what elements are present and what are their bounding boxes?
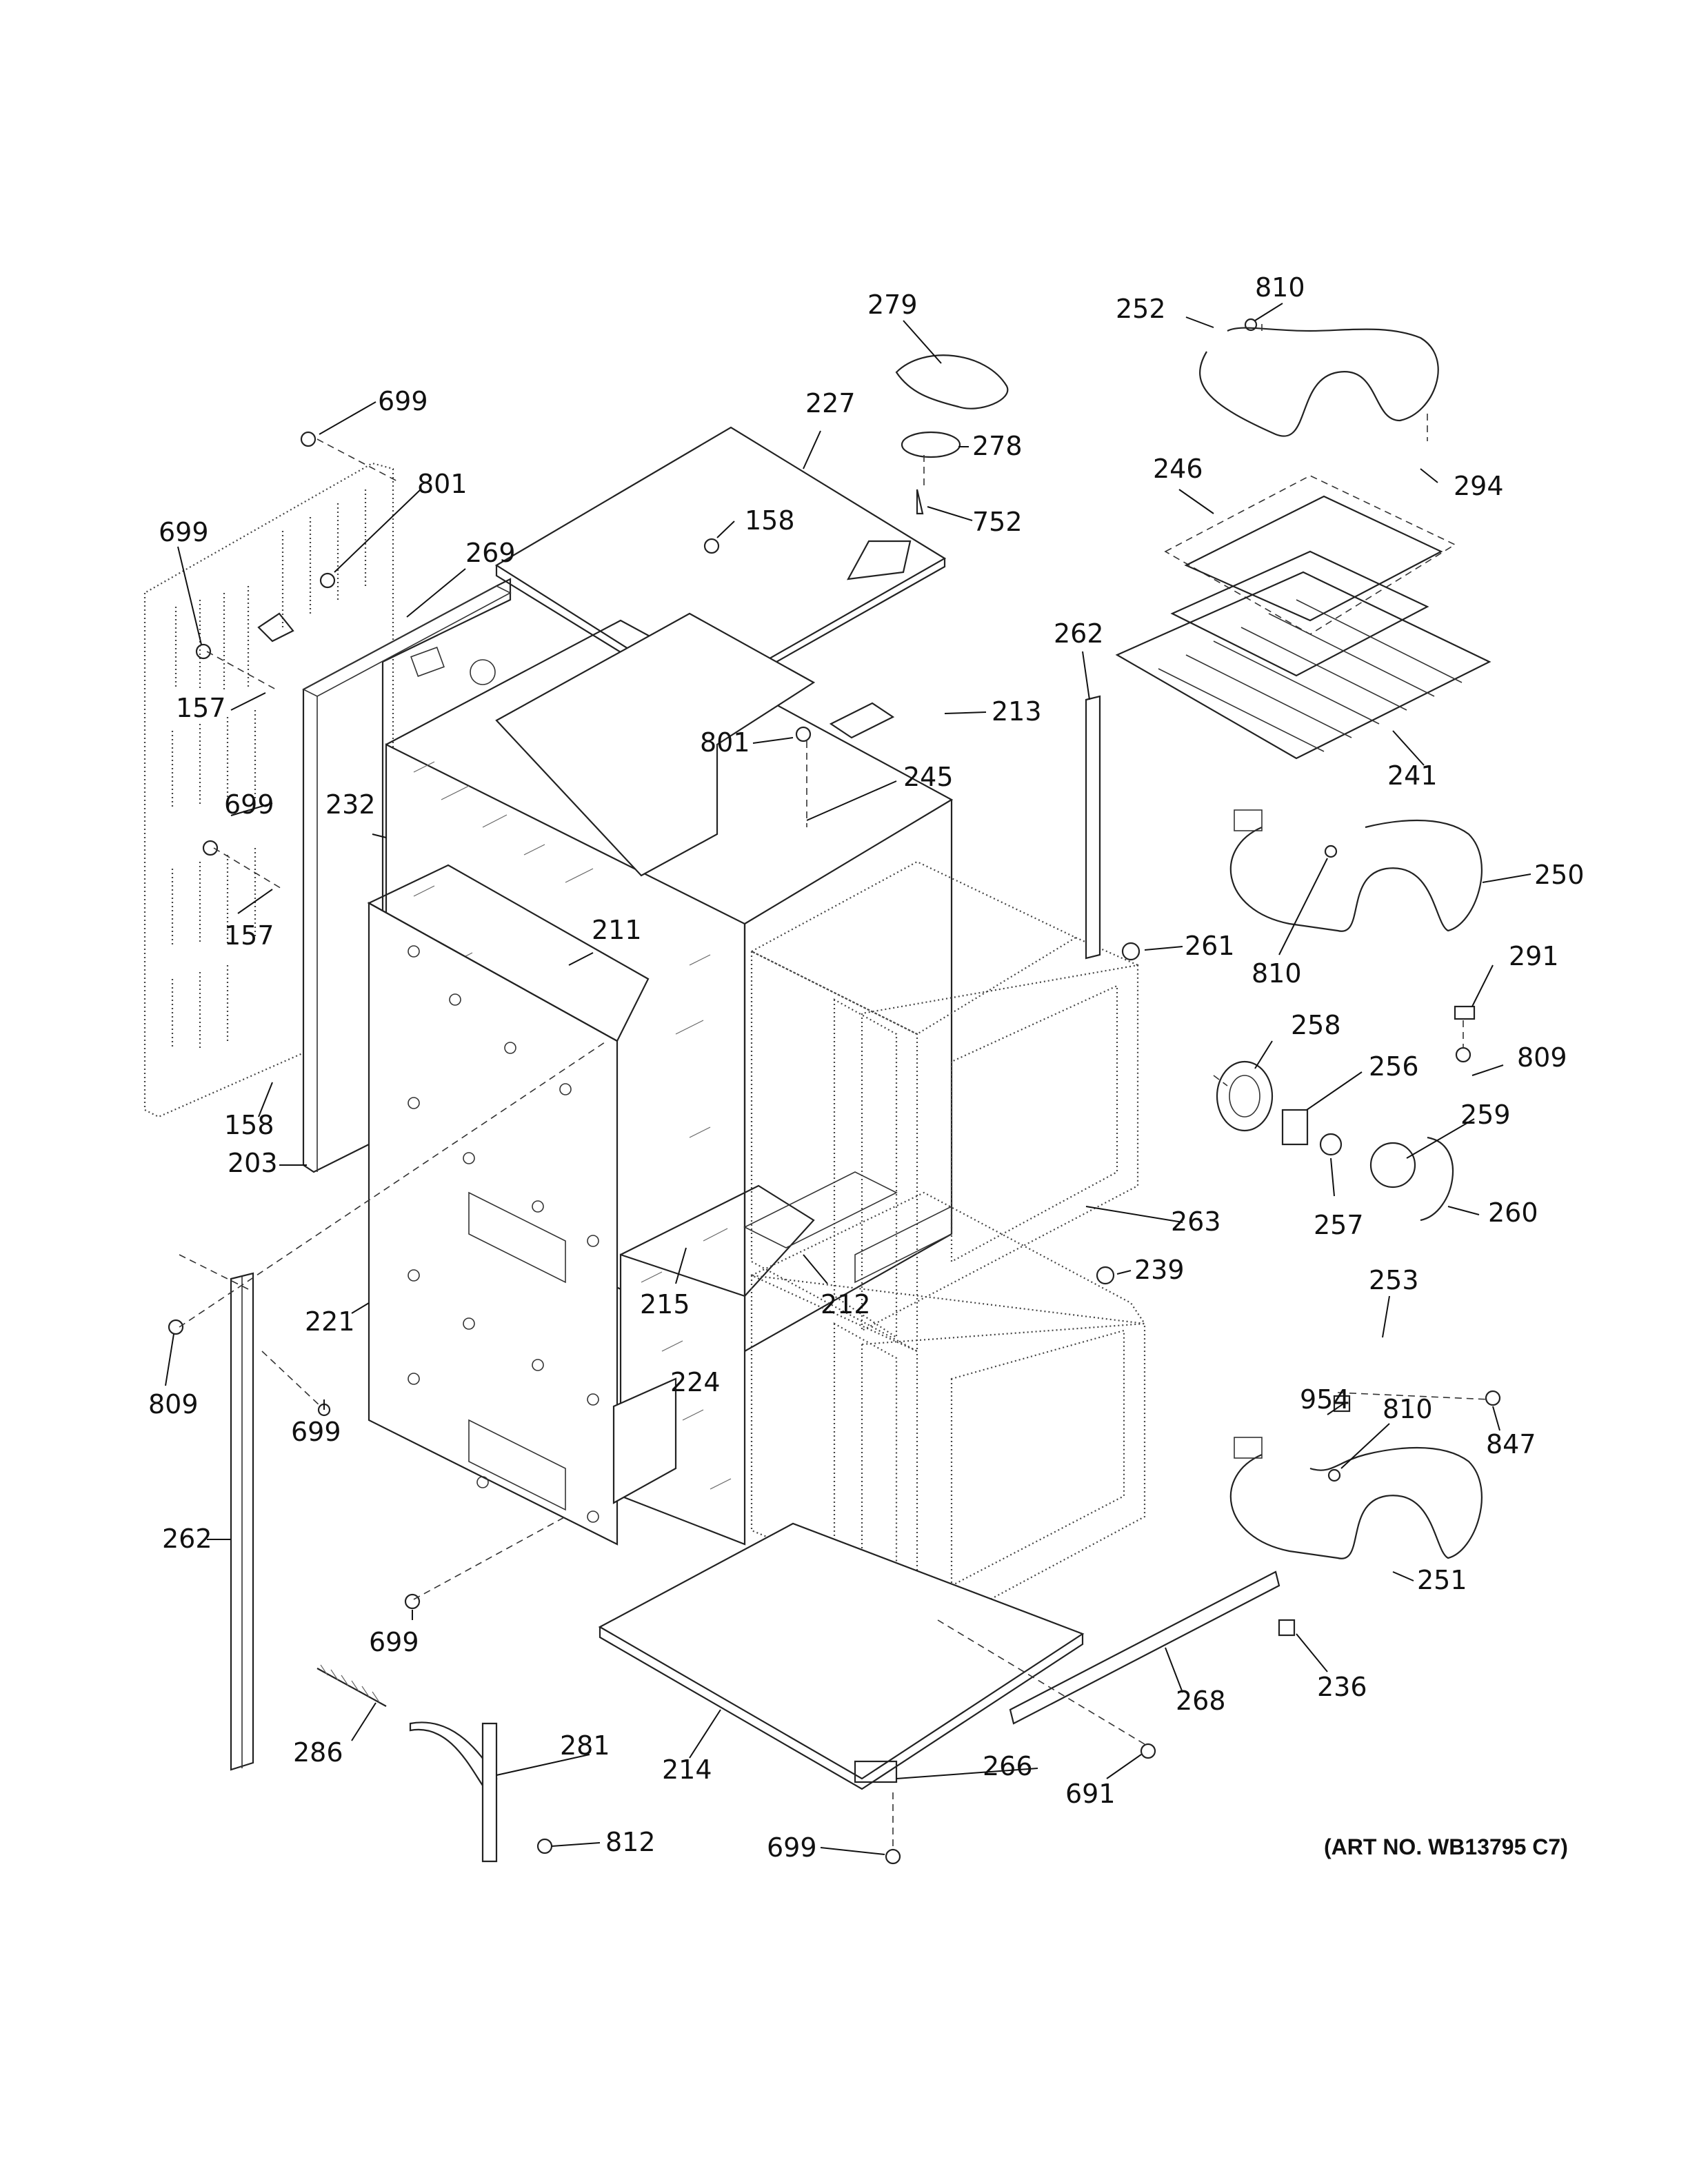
door-hinge-drawing xyxy=(316,1664,498,1863)
callout-286: 286 xyxy=(293,1737,343,1768)
callout-699: 699 xyxy=(291,1417,341,1447)
callout-257: 257 xyxy=(1314,1210,1364,1240)
callout-801: 801 xyxy=(700,727,750,758)
broil-element-252-drawing xyxy=(1199,327,1439,437)
callout-810: 810 xyxy=(1252,958,1302,989)
explosion-lines xyxy=(179,324,1490,1848)
bake-element-251-drawing xyxy=(1229,1437,1483,1559)
callout-810: 810 xyxy=(1255,272,1305,303)
top-vent-drawing xyxy=(895,354,1009,515)
callout-203: 203 xyxy=(228,1148,278,1178)
callout-261: 261 xyxy=(1185,931,1235,961)
callout-258: 258 xyxy=(1291,1010,1341,1040)
front-panel-drawing xyxy=(367,864,650,1546)
center-frame-drawing xyxy=(612,1171,952,1504)
callout-259: 259 xyxy=(1460,1100,1511,1130)
callout-224: 224 xyxy=(670,1367,721,1397)
callout-262: 262 xyxy=(162,1524,212,1554)
callout-211: 211 xyxy=(592,915,642,945)
callout-279: 279 xyxy=(867,290,918,320)
callout-256: 256 xyxy=(1369,1051,1419,1082)
callout-263: 263 xyxy=(1171,1206,1221,1237)
callout-157: 157 xyxy=(224,920,274,951)
callout-699: 699 xyxy=(369,1627,419,1657)
callout-227: 227 xyxy=(805,388,856,418)
rear-panel-drawing xyxy=(143,462,394,1118)
light-assembly-drawing xyxy=(1216,1060,1454,1222)
screws-drawing xyxy=(168,318,1501,1865)
callout-251: 251 xyxy=(1417,1565,1467,1595)
rail-262-left-drawing xyxy=(230,1272,254,1771)
bake-element-250-drawing xyxy=(1229,809,1483,932)
callout-260: 260 xyxy=(1488,1197,1538,1228)
callout-246: 246 xyxy=(1153,454,1203,484)
callout-239: 239 xyxy=(1134,1255,1185,1285)
callout-253: 253 xyxy=(1369,1265,1419,1295)
callout-262: 262 xyxy=(1054,618,1104,649)
callout-221: 221 xyxy=(305,1306,355,1337)
callout-809: 809 xyxy=(148,1389,199,1419)
broiler-pan-drawing xyxy=(1115,475,1491,760)
callout-250: 250 xyxy=(1534,860,1585,890)
callout-691: 691 xyxy=(1065,1779,1116,1809)
callout-245: 245 xyxy=(903,762,954,792)
callout-268: 268 xyxy=(1176,1686,1226,1716)
callout-252: 252 xyxy=(1116,294,1166,324)
leader-lines xyxy=(165,303,1531,1855)
callout-699: 699 xyxy=(159,517,209,547)
callout-809: 809 xyxy=(1517,1042,1567,1073)
callout-847: 847 xyxy=(1486,1429,1536,1459)
callout-699: 699 xyxy=(767,1832,817,1863)
side-panel-drawing xyxy=(302,578,512,1173)
bottom-tray-drawing xyxy=(598,1522,1085,1790)
callout-236: 236 xyxy=(1317,1672,1367,1702)
rail-262-right-drawing xyxy=(1085,695,1101,960)
callout-278: 278 xyxy=(972,431,1023,461)
rail-268-drawing xyxy=(1009,1570,1280,1725)
callout-labels: 279 810 252 227 278 699 294 801 752 246 … xyxy=(148,272,1585,1863)
callout-699: 699 xyxy=(378,386,428,416)
callout-812: 812 xyxy=(605,1827,656,1857)
callout-752: 752 xyxy=(972,507,1023,537)
callout-212: 212 xyxy=(821,1289,871,1320)
callout-213: 213 xyxy=(992,696,1042,727)
callout-266: 266 xyxy=(983,1751,1033,1781)
callout-294: 294 xyxy=(1454,471,1504,501)
callout-214: 214 xyxy=(662,1755,712,1785)
callout-291: 291 xyxy=(1509,941,1559,971)
callout-699: 699 xyxy=(224,789,274,820)
art-number: (ART NO. WB13795 C7) xyxy=(1324,1834,1568,1859)
callout-269: 269 xyxy=(465,538,516,568)
upper-oven-box-drawing xyxy=(750,860,1139,1353)
callout-954: 954 xyxy=(1300,1384,1350,1415)
callout-241: 241 xyxy=(1387,760,1438,791)
callout-158: 158 xyxy=(745,505,795,536)
callout-810: 810 xyxy=(1383,1394,1433,1424)
callout-157: 157 xyxy=(176,693,226,723)
callout-232: 232 xyxy=(325,789,376,820)
callout-215: 215 xyxy=(640,1289,690,1320)
callout-158: 158 xyxy=(224,1110,274,1140)
callout-801: 801 xyxy=(417,469,468,499)
callout-281: 281 xyxy=(560,1730,610,1761)
